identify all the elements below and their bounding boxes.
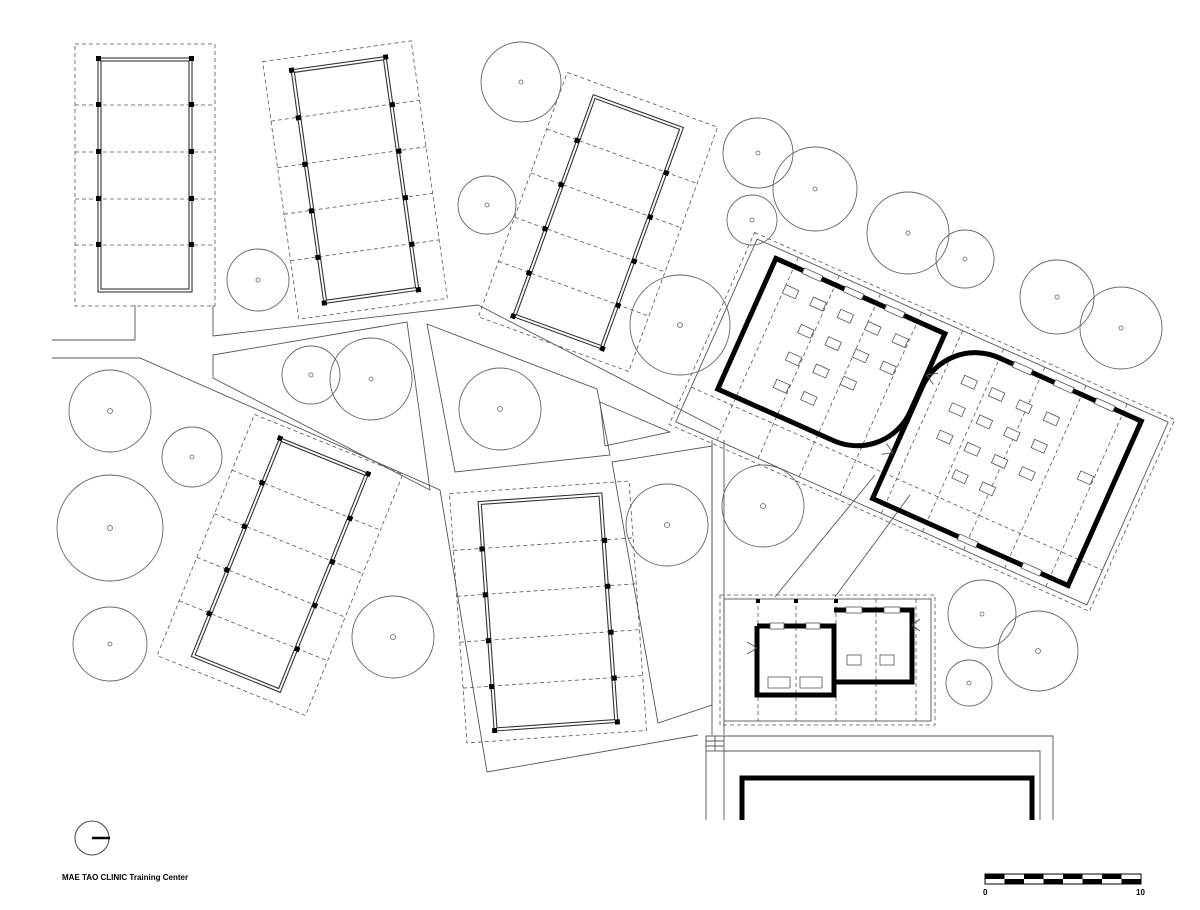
scale-bar [984,873,1142,885]
tree-centers [107,79,1124,686]
shelter-1 [74,43,216,307]
trees [56,41,1163,707]
training-building [668,232,1176,612]
site-paths [52,304,1054,820]
drawing-caption: MAE TAO CLINIC Training Center [62,873,189,882]
north-arrow-icon [74,820,110,856]
shelter-3 [477,71,719,373]
scale-end-label: 10 [1136,888,1145,897]
office-building [719,594,936,726]
scale-start-label: 0 [983,888,988,897]
shelter-5 [449,480,647,744]
shelter-2 [262,40,448,320]
shelter-4 [156,413,404,717]
